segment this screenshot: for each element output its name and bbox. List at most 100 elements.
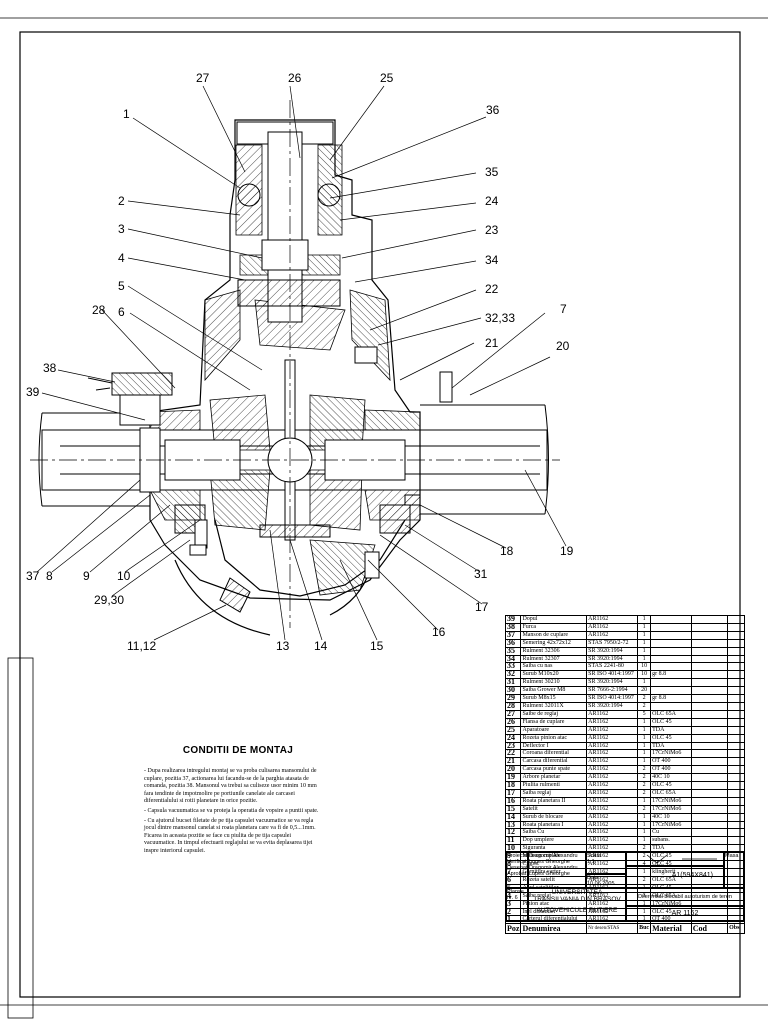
pinion-flange bbox=[236, 121, 341, 323]
bom-material: OLC 65A bbox=[650, 788, 692, 798]
sheet-frame bbox=[0, 17, 768, 1019]
bom-obs bbox=[727, 654, 745, 664]
bom-obs bbox=[727, 646, 745, 656]
callout-27: 27 bbox=[196, 71, 210, 85]
bom-code bbox=[690, 709, 729, 719]
bom-material bbox=[650, 678, 692, 688]
bom-pos: 18 bbox=[504, 781, 522, 790]
bom-header-std: Nr desen/STAS bbox=[586, 923, 639, 935]
bom-std: AR1162 bbox=[586, 828, 639, 838]
bom-code bbox=[690, 812, 729, 822]
bom-material: 17CrNiMo6 bbox=[650, 749, 692, 759]
bom-header-row: Poz Denumirea Nr desen/STAS Buc Material… bbox=[504, 923, 745, 935]
callout-29-30: 29,30 bbox=[94, 593, 124, 607]
tb-university-line1: UNIVERSITATEA bbox=[551, 889, 603, 896]
bom-header-qty: Buc bbox=[637, 923, 652, 935]
bom-material bbox=[650, 646, 692, 656]
shift-actuator bbox=[87, 372, 173, 426]
bom-pos: 12 bbox=[504, 828, 522, 838]
callout-1: 1 bbox=[123, 107, 130, 121]
tb-person: Lupes Gheorghe bbox=[529, 859, 570, 865]
bom-std: SR 3920:1994 bbox=[586, 654, 639, 664]
bom-pos: 32 bbox=[504, 670, 522, 680]
callout-28: 28 bbox=[92, 303, 106, 317]
bom-pos: 28 bbox=[504, 701, 522, 711]
bom-obs bbox=[727, 670, 745, 680]
bom-material: OT 400 bbox=[650, 757, 692, 767]
tb-role: Aprobat bbox=[507, 871, 527, 877]
tb-drawing-number: AR 1162 bbox=[626, 906, 744, 921]
bom-obs bbox=[727, 820, 745, 830]
bom-pos: 37 bbox=[504, 630, 522, 640]
bom-qty: 1 bbox=[637, 630, 652, 640]
bom-header-material: Material bbox=[650, 923, 692, 935]
tb-role: Proiectat bbox=[507, 853, 528, 859]
bom-obs bbox=[727, 615, 745, 624]
tb-role: Verificat bbox=[507, 859, 527, 865]
bom-obs bbox=[727, 630, 745, 640]
bom-obs bbox=[727, 701, 745, 711]
bolts bbox=[189, 346, 453, 579]
callout-31: 31 bbox=[474, 567, 488, 581]
bom-pos: 19 bbox=[504, 773, 522, 783]
bom-std: STAS 7950/2-72 bbox=[586, 638, 639, 648]
bom-code bbox=[690, 630, 729, 640]
callout-16: 16 bbox=[432, 625, 446, 639]
bom-std: SR 7666-2:1994 bbox=[586, 686, 639, 696]
bom-code bbox=[690, 686, 729, 696]
bom-qty: 2 bbox=[637, 701, 652, 711]
bom-code bbox=[690, 788, 729, 798]
bom-qty: 10 bbox=[637, 662, 652, 672]
condition-paragraph: - Capsula vacuumatica se va proteja la o… bbox=[144, 807, 319, 814]
callout-13: 13 bbox=[276, 639, 290, 653]
bom-qty: 1 bbox=[637, 828, 652, 838]
bom-name: Saiba reglaj bbox=[520, 788, 588, 798]
tb-date: Data: 10.06.2005 bbox=[586, 874, 626, 888]
bom-obs bbox=[727, 781, 745, 790]
bom-code bbox=[690, 615, 729, 624]
bom-code bbox=[690, 678, 729, 688]
bom-name: Rulment 30210 bbox=[520, 678, 588, 688]
callout-25: 25 bbox=[380, 71, 394, 85]
bom-code bbox=[690, 820, 729, 830]
bom-std: AR1162 bbox=[586, 773, 639, 783]
tb-scale-label: Scara bbox=[587, 853, 602, 859]
bom-code bbox=[690, 836, 729, 846]
tb-university-line2: TRANSILVANIA DIN BRASOV bbox=[533, 896, 621, 903]
bom-obs bbox=[727, 765, 745, 775]
bom-qty: 1 bbox=[637, 678, 652, 688]
callout-39: 39 bbox=[26, 385, 40, 399]
bom-material: 17CrNiMo6 bbox=[650, 804, 692, 814]
bom-obs bbox=[727, 804, 745, 814]
bom-pos: 15 bbox=[504, 804, 522, 814]
bom-name: Surub de blocare bbox=[520, 812, 588, 822]
bom-pos: 26 bbox=[504, 717, 522, 727]
bom-name: Roata planetara II bbox=[520, 796, 588, 806]
bom-obs bbox=[727, 694, 745, 703]
bom-code bbox=[690, 622, 729, 632]
bom-pos: 27 bbox=[504, 709, 522, 719]
bom-obs bbox=[727, 828, 745, 838]
callout-24: 24 bbox=[485, 194, 499, 208]
bom-std: AR1162 bbox=[586, 733, 639, 743]
bom-code bbox=[690, 757, 729, 767]
bom-std: AR1162 bbox=[586, 622, 639, 632]
callout-7: 7 bbox=[560, 302, 567, 316]
bom-std: SR ISO 4014:1997 bbox=[586, 670, 639, 680]
bom-std: AR1162 bbox=[586, 717, 639, 727]
tb-drawing-title: Diferential blocabil autoturism de teren bbox=[626, 888, 744, 906]
bom-code bbox=[690, 662, 729, 672]
projection-symbol-icon bbox=[646, 854, 717, 864]
tb-person: Dragomir Alexandru bbox=[529, 853, 578, 859]
tb-department: AUTOVEHICULE RUTIERE bbox=[536, 907, 618, 914]
bom-qty: 1 bbox=[637, 836, 652, 846]
bom-name: Satelit bbox=[520, 804, 588, 814]
bom-material: 17CrNiMo6 bbox=[650, 796, 692, 806]
